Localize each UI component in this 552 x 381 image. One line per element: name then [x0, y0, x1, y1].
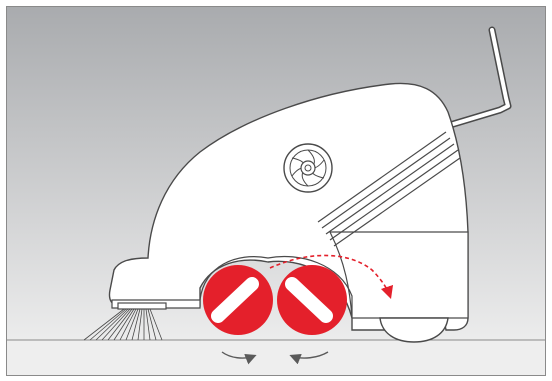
push-handle-inner [438, 28, 510, 130]
rear-wheel [379, 317, 449, 343]
roller-housing [199, 255, 353, 318]
debris-flow-arrow [269, 254, 394, 300]
fan-icon [283, 143, 333, 193]
side-brush [83, 302, 167, 341]
main-roller-rear [277, 265, 347, 335]
floor [6, 340, 546, 376]
debris-hopper [329, 231, 469, 319]
rotation-arrow-right [289, 351, 329, 365]
rotation-arrow-left [221, 351, 257, 365]
main-roller-front [203, 265, 273, 335]
chute-stripes [317, 131, 461, 247]
frame-border [6, 6, 546, 376]
